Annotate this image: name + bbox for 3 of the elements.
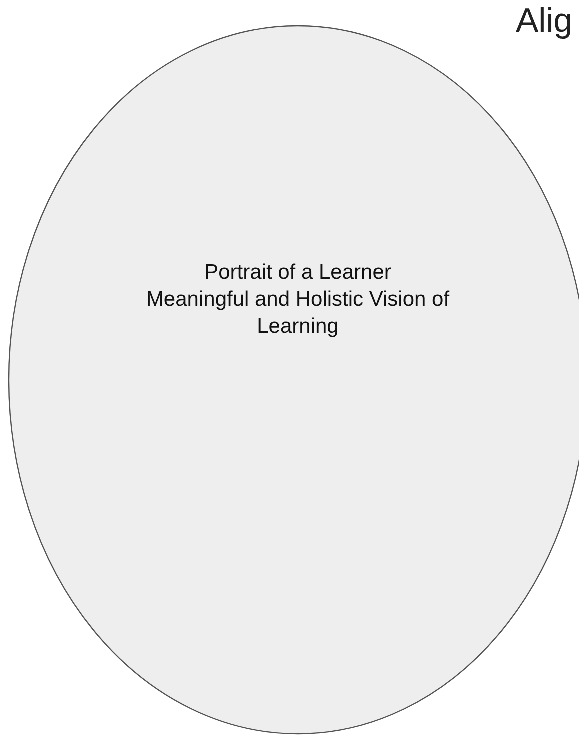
node-text: Meaningful and Holistic Vision of Learning [145,287,451,340]
node-text: Portrait of a Learner [204,260,392,286]
title: Alig [516,4,573,38]
